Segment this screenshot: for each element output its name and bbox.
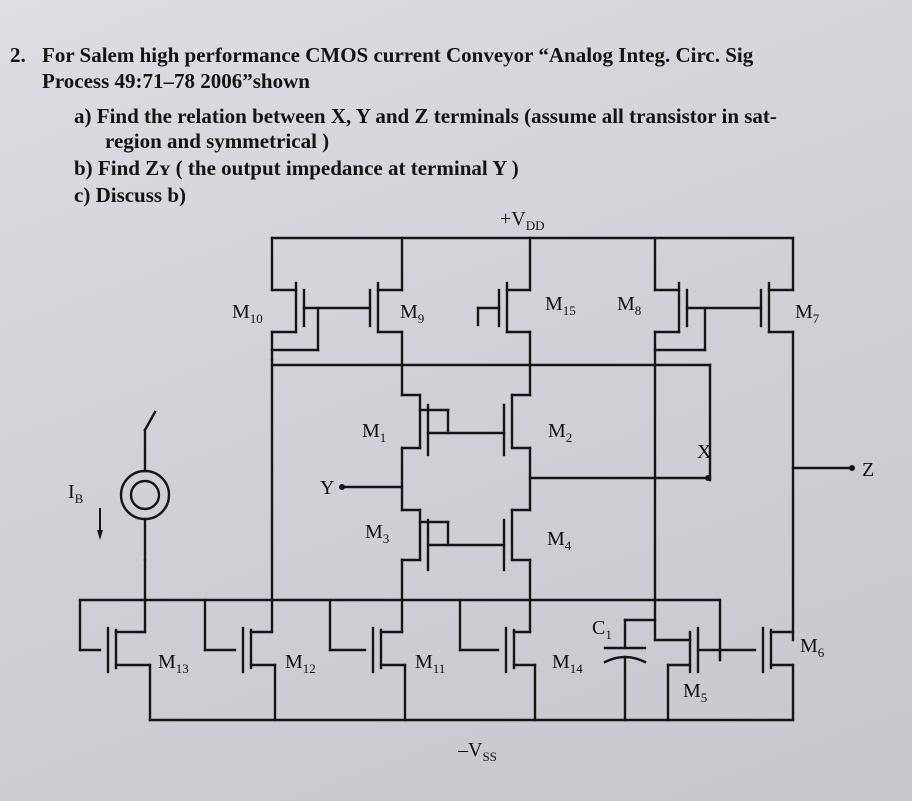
- m3-label: M3: [365, 521, 389, 546]
- m12-label: M12: [285, 651, 316, 676]
- m9-label: M9: [400, 301, 424, 326]
- terminal-x-label: X: [697, 441, 712, 463]
- vdd-label: +VDD: [500, 208, 545, 233]
- part-b: b) Find Zʏ ( the output impedance at ter…: [74, 156, 519, 180]
- c1-label: C1: [592, 617, 612, 642]
- question-number: 2.: [10, 43, 26, 67]
- part-a-line1: a) Find the relation between X, Y and Z …: [74, 104, 777, 128]
- question-title-line2: Process 49:71–78 2006”shown: [42, 69, 310, 93]
- terminal-y-label: Y: [320, 477, 334, 499]
- vss-label: –VSS: [457, 739, 497, 764]
- part-c: c) Discuss b): [74, 183, 187, 207]
- m11-label: M11: [415, 651, 445, 676]
- m7-label: M7: [795, 301, 820, 326]
- m10-label: M10: [232, 301, 263, 326]
- m15-label: M15: [545, 293, 576, 318]
- part-a-line2: region and symmetrical ): [105, 129, 330, 153]
- m1-label: M1: [362, 420, 386, 445]
- m2-label: M2: [548, 420, 572, 445]
- ib-label: IB: [68, 481, 84, 506]
- m8-label: M8: [617, 293, 641, 318]
- m6-label: M6: [800, 635, 825, 660]
- terminal-z-label: Z: [862, 459, 874, 481]
- m5-label: M5: [683, 680, 707, 705]
- m14-label: M14: [552, 651, 583, 676]
- question-title-line1: For Salem high performance CMOS current …: [42, 43, 754, 67]
- m4-label: M4: [547, 528, 572, 553]
- m13-label: M13: [158, 651, 189, 676]
